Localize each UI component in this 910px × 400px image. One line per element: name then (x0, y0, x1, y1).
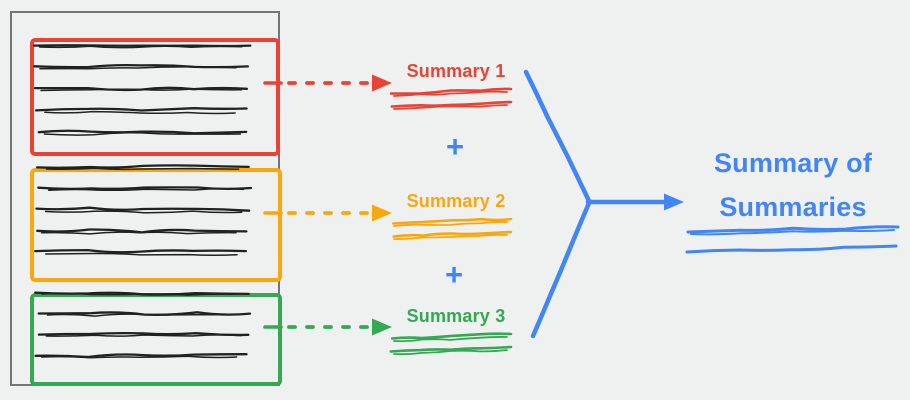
summary-scribble (389, 87, 513, 95)
summary-of-summaries-title: Summary of Summaries (680, 141, 906, 229)
summary-3-label: Summary 3 (406, 306, 506, 326)
summary-1-label: Summary 1 (406, 61, 506, 81)
summary-scribble (390, 332, 513, 340)
summary-scribble (393, 221, 508, 227)
summary-scribble (393, 349, 508, 356)
summary-scribble (392, 217, 513, 225)
summary-scribble (390, 100, 513, 108)
summary-scribble (393, 90, 508, 97)
plus-operator-1: + (445, 129, 465, 164)
document-section-3 (30, 293, 282, 386)
summary-scribble (392, 230, 513, 238)
document-section-1 (30, 38, 280, 156)
plus-operator-2: + (444, 257, 464, 292)
result-title-line1: Summary of (713, 148, 873, 178)
result-scribble (690, 229, 895, 236)
summary-scribble (393, 233, 508, 240)
result-title-line2: Summaries (719, 192, 867, 222)
summary-scribble (393, 336, 508, 343)
result-scribble (685, 244, 898, 254)
document-section-2 (30, 168, 282, 282)
summary-scribble (389, 345, 513, 353)
converge-line-top (523, 69, 592, 204)
summary-2-label: Summary 2 (406, 191, 506, 211)
summary-scribble (393, 104, 508, 110)
source-document (10, 11, 282, 386)
converge-line-bottom (530, 200, 592, 339)
